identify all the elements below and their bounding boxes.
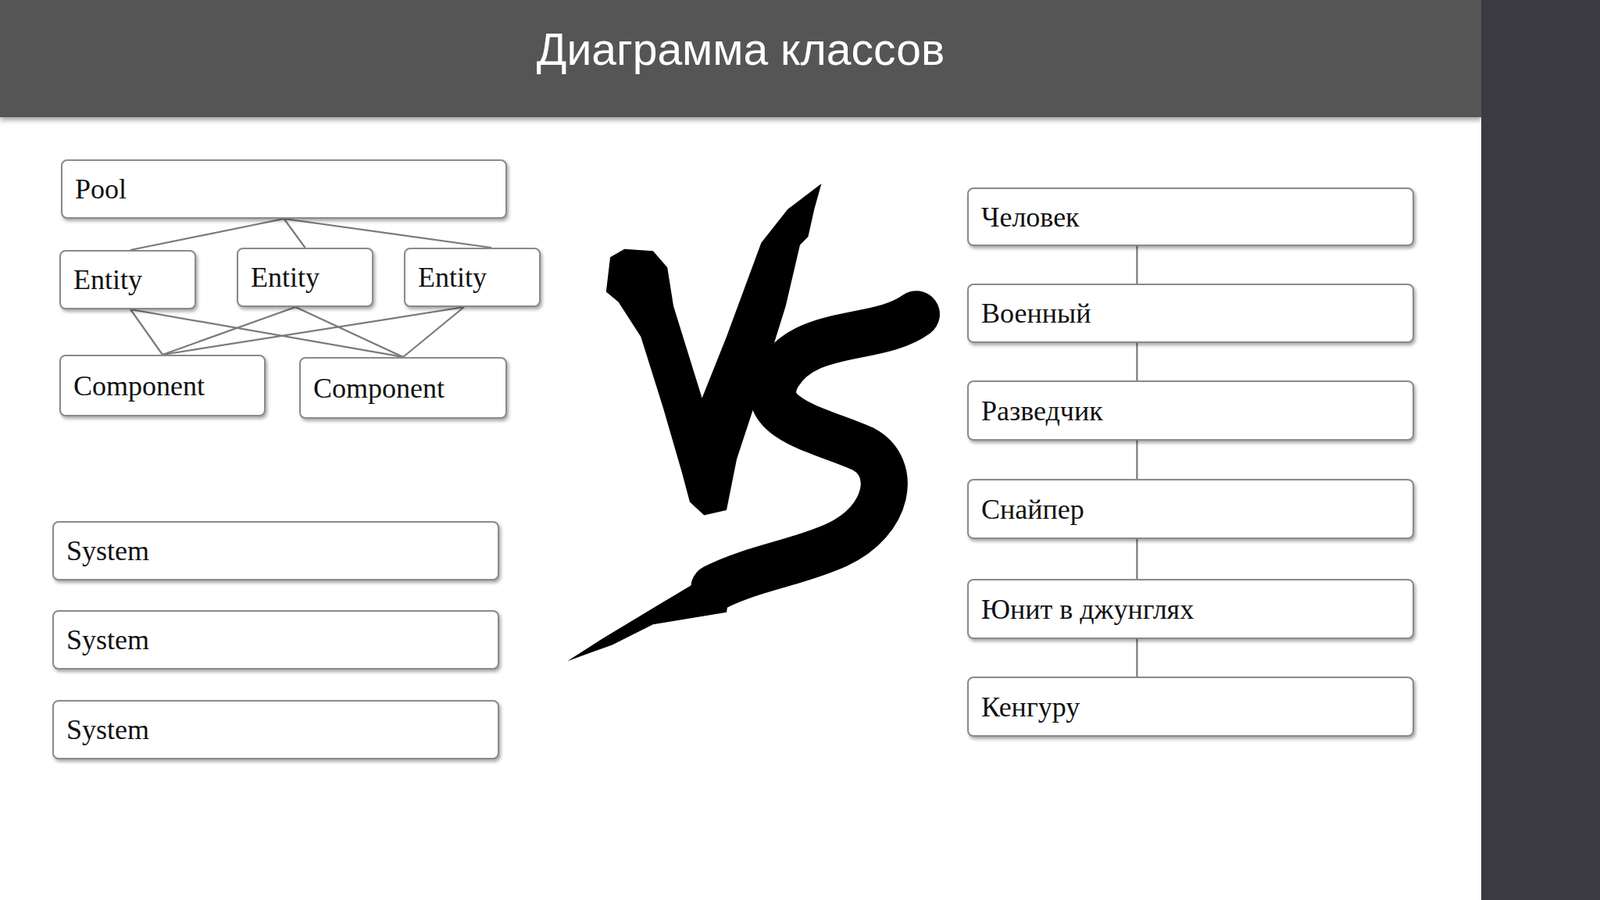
- class-name: Военный: [981, 296, 1091, 330]
- title-area: Диаграмма классов: [0, 0, 1482, 99]
- class-name: System: [66, 534, 150, 568]
- relation-line: [403, 307, 465, 358]
- relation-line: [295, 307, 404, 358]
- class-name: System: [66, 713, 150, 747]
- class-box: Entity: [403, 247, 541, 308]
- vs-brush-tail: [567, 563, 735, 661]
- class-box: System: [52, 521, 500, 581]
- diagram-title: Диаграмма классов: [536, 23, 945, 75]
- relation-line: [284, 218, 493, 248]
- class-name: Кенгуру: [981, 690, 1080, 724]
- class-box: Entity: [236, 247, 374, 308]
- class-box: Pool: [60, 159, 508, 219]
- class-name: Снайпер: [981, 492, 1085, 526]
- relation-line: [130, 309, 163, 355]
- side-strip: [1481, 0, 1600, 900]
- class-name: Entity: [417, 260, 487, 294]
- class-name: Entity: [250, 260, 320, 294]
- class-box: Юнит в джунглях: [967, 578, 1415, 640]
- relation-line: [1135, 342, 1138, 381]
- relation-line: [1135, 639, 1138, 677]
- vs-brush-top: [897, 302, 927, 347]
- class-box: System: [52, 700, 500, 760]
- relation-line: [1135, 440, 1138, 479]
- class-box: Военный: [967, 283, 1415, 343]
- class-box: Разведчик: [967, 380, 1415, 441]
- class-name: Entity: [73, 263, 143, 297]
- class-box: System: [52, 610, 500, 670]
- class-box: Снайпер: [967, 478, 1415, 540]
- class-box: Кенгуру: [967, 676, 1415, 737]
- class-name: Pool: [75, 172, 127, 206]
- class-box: Entity: [59, 250, 197, 310]
- relation-line: [162, 307, 465, 355]
- class-name: Component: [313, 371, 445, 405]
- relation-line: [284, 218, 306, 248]
- relation-line: [162, 307, 296, 355]
- class-box: Человек: [967, 187, 1415, 247]
- class-box: Component: [299, 357, 508, 419]
- class-name: System: [66, 623, 150, 657]
- class-name: Человек: [981, 200, 1080, 234]
- class-name: Component: [73, 369, 205, 403]
- relation-line: [1135, 246, 1138, 284]
- class-name: Юнит в джунглях: [981, 592, 1194, 626]
- vs-letter-s: [714, 314, 917, 588]
- class-name: Разведчик: [981, 394, 1104, 428]
- relation-line: [1135, 539, 1138, 579]
- class-box: Component: [59, 354, 266, 417]
- relation-line: [130, 218, 285, 250]
